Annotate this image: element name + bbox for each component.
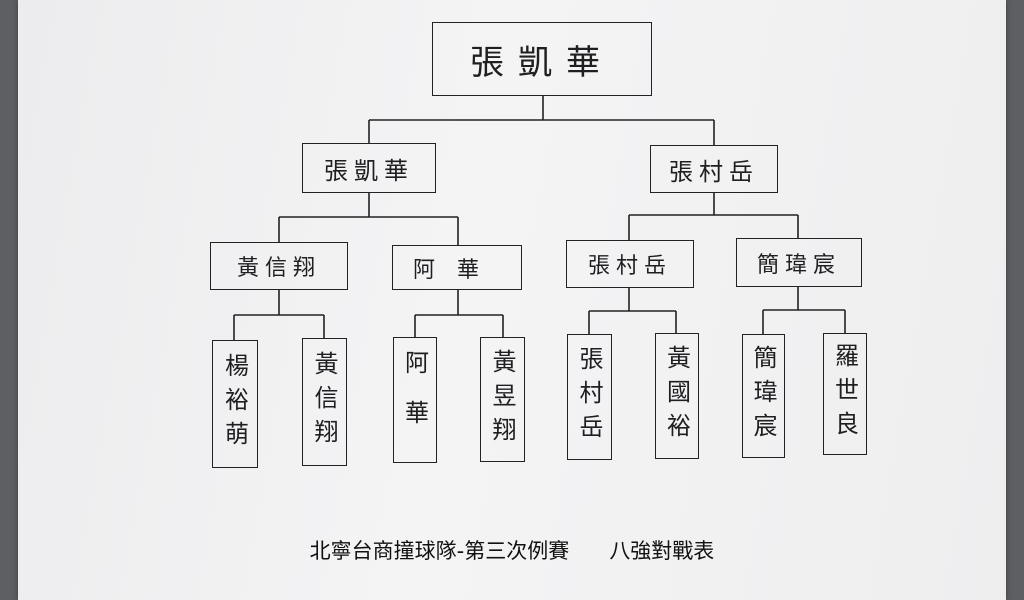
quarterfinal-box-3: 張村岳: [566, 240, 694, 288]
semifinal-box-2: 張村岳: [650, 145, 778, 193]
connector-quarter-1: [233, 290, 325, 340]
first-round-box-8: 羅世良: [823, 333, 867, 455]
connector-semi-1: [278, 193, 459, 245]
caption-subtitle: 八強對戰表: [609, 539, 715, 563]
first-round-box-4: 黃昱翔: [480, 337, 525, 462]
connector-quarter-3: [588, 288, 677, 334]
caption-title: 北寧台商撞球隊-第三次例賽: [309, 539, 570, 563]
first-round-box-6: 黃國裕: [655, 333, 699, 459]
connector-quarter-2: [414, 290, 504, 337]
paper-sheet: [18, 0, 1006, 600]
quarterfinal-box-4: 簡瑋宸: [736, 238, 862, 287]
first-round-box-5: 張村岳: [567, 334, 612, 460]
first-round-box-3: 阿華: [393, 337, 437, 463]
quarterfinal-box-2: 阿華: [392, 245, 522, 290]
quarterfinal-box-1: 黃信翔: [210, 242, 348, 290]
first-round-box-2: 黃信翔: [302, 338, 347, 466]
first-round-box-7: 簡瑋宸: [742, 334, 785, 458]
caption: 北寧台商撞球隊-第三次例賽 八強對戰表: [0, 535, 1024, 565]
caption-gap: [569, 539, 609, 563]
semifinal-box-1: 張凱華: [302, 143, 436, 193]
connector-quarter-4: [762, 287, 846, 334]
final-winner-box: 張凱華: [432, 22, 652, 96]
first-round-box-1: 楊裕萌: [212, 340, 258, 468]
connector-semi-2: [628, 193, 799, 240]
connector-final: [368, 96, 715, 145]
